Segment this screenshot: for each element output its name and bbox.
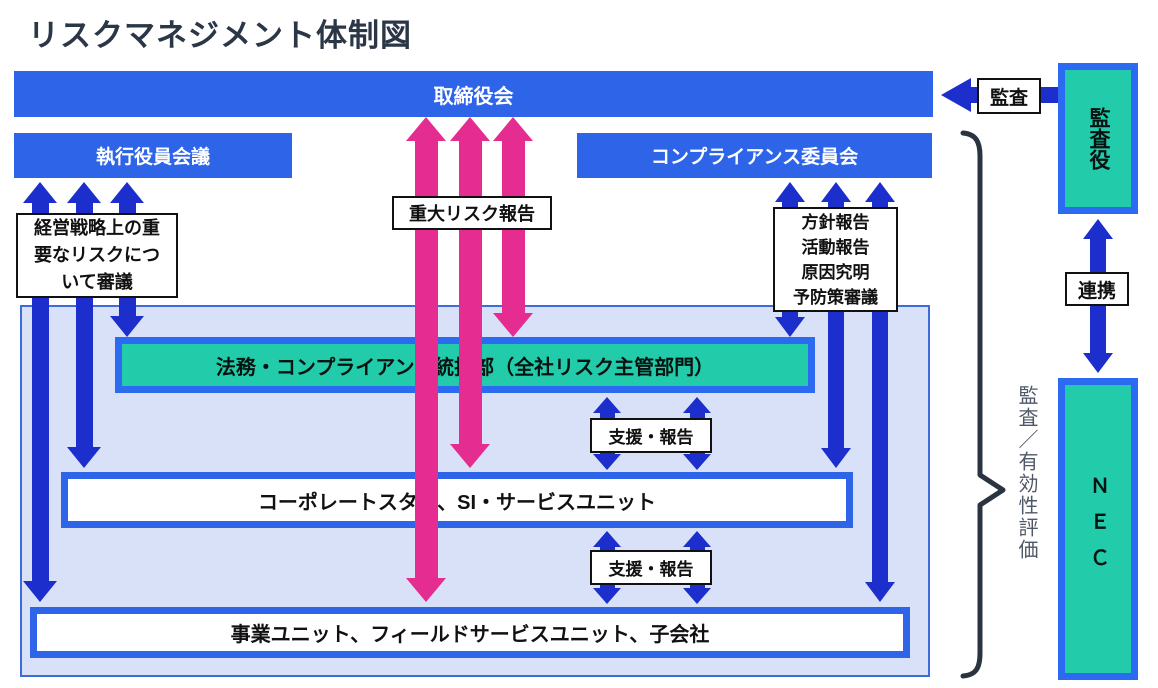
support-report-label-upper: 支援・報告 (590, 418, 712, 453)
arrowhead-up-icon (1083, 219, 1113, 239)
node-compliance-committee: コンプライアンス委員会 (577, 133, 932, 178)
committee-report-line-1: 方針報告 (801, 212, 870, 232)
arrowhead-up-icon (406, 117, 446, 141)
strategy-line-1: 経営戦略上の重 (34, 218, 160, 238)
arrowhead-up-icon (593, 397, 621, 413)
arrowhead-down-icon (865, 582, 895, 602)
node-audit-supervisory-board: 監査役 (1058, 63, 1138, 214)
arrowhead-up-icon (865, 182, 895, 202)
arrowhead-down-icon (683, 588, 711, 604)
arrowhead-down-icon (821, 448, 851, 468)
arrowhead-up-icon (775, 182, 805, 202)
audit-effectiveness-note: 監査／有効性評価 (1015, 385, 1037, 561)
arrowhead-up-icon (23, 182, 57, 203)
node-nec: ＮＥＣ (1058, 378, 1138, 680)
node-business-units-subsidiaries: 事業ユニット、フィールドサービスユニット、子会社 (30, 607, 910, 658)
committee-report-label: 方針報告 活動報告 原因究明 予防策審議 (773, 207, 898, 312)
arrowhead-down-icon (593, 454, 621, 470)
nec-label: ＮＥＣ (1086, 475, 1109, 583)
strategy-line-2: 要なリスクにつ (34, 245, 160, 265)
arrowhead-down-icon (775, 317, 805, 337)
arrowhead-down-icon (406, 578, 446, 602)
arrowhead-up-icon (821, 182, 851, 202)
arrowhead-down-icon (23, 581, 57, 602)
arrowhead-down-icon (67, 447, 101, 468)
arrowhead-left-icon (941, 78, 971, 112)
node-executive-officers-meeting: 執行役員会議 (14, 133, 292, 178)
major-risk-report-label: 重大リスク報告 (392, 196, 552, 230)
arrowhead-up-icon (593, 531, 621, 547)
arrowhead-down-icon (593, 588, 621, 604)
arrowhead-up-icon (450, 117, 490, 141)
arrowhead-up-icon (67, 182, 101, 203)
node-corporate-staff-si-service-unit: コーポレートスタフ、SI・サービスユニット (61, 472, 853, 528)
risk-report-arrow-board-business-units (406, 117, 446, 602)
arrowhead-down-icon (110, 316, 144, 337)
arrow-shaft (458, 141, 482, 444)
arrowhead-up-icon (110, 182, 144, 203)
audit-label: 監査 (977, 78, 1041, 114)
strategy-line-3: いて審議 (61, 272, 133, 292)
strategy-deliberation-label: 経営戦略上の重 要なリスクにつ いて審議 (16, 213, 178, 298)
arrowhead-down-icon (493, 313, 533, 337)
arrowhead-down-icon (683, 454, 711, 470)
risk-report-arrow-board-corporate-staff (450, 117, 490, 468)
page-title: リスクマネジメント体制図 (28, 18, 412, 53)
audit-supervisory-board-label: 監査役 (1087, 107, 1110, 170)
arrowhead-up-icon (683, 397, 711, 413)
support-report-label-lower: 支援・報告 (590, 550, 712, 585)
closing-brace (960, 130, 1006, 679)
committee-report-line-4: 予防策審議 (793, 287, 878, 307)
node-board-of-directors: 取締役会 (14, 71, 933, 117)
arrowhead-down-icon (1083, 353, 1113, 373)
arrowhead-down-icon (450, 444, 490, 468)
arrowhead-up-icon (683, 531, 711, 547)
committee-report-line-2: 活動報告 (801, 237, 870, 257)
cooperation-label: 連携 (1065, 272, 1129, 306)
arrowhead-up-icon (493, 117, 533, 141)
arrow-shaft (414, 141, 438, 578)
committee-report-line-3: 原因究明 (801, 262, 870, 282)
